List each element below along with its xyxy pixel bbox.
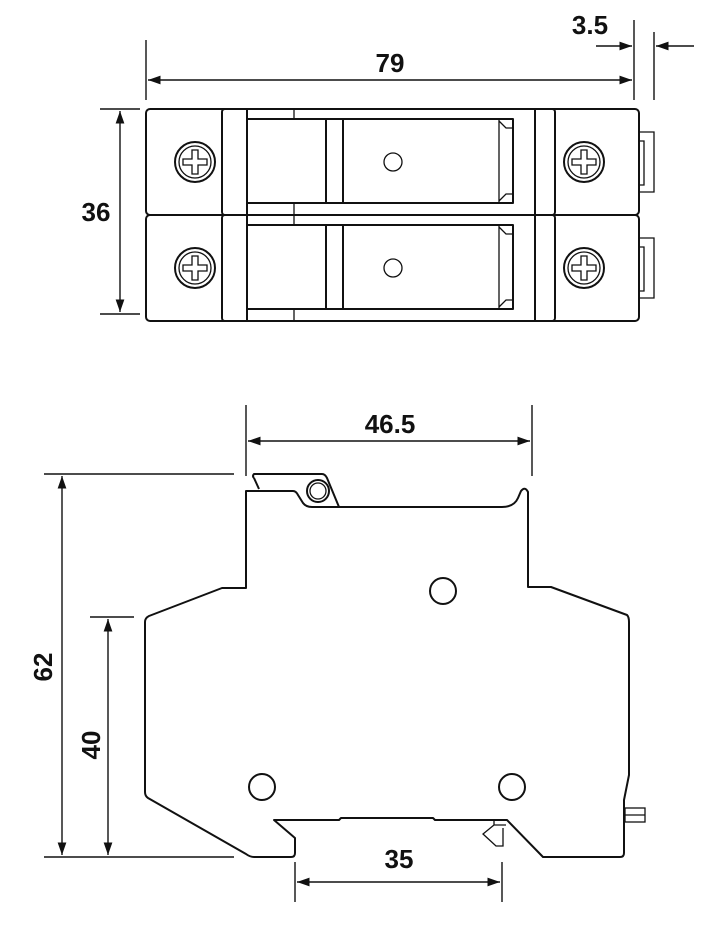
dimension-label: 3.5 [572, 10, 608, 40]
dimension-label: 62 [28, 653, 58, 682]
pivot [306, 479, 330, 503]
hole [429, 577, 457, 605]
dimension-label: 36 [82, 197, 111, 227]
hole [498, 773, 526, 801]
dimension-40: 40 [76, 616, 134, 855]
module-upper [146, 109, 654, 215]
dimension-label: 40 [76, 731, 106, 760]
dimension-46-5: 46.5 [245, 405, 533, 476]
hole [248, 773, 276, 801]
dimension-79: 79 [145, 20, 635, 100]
dimension-62: 62 [28, 473, 234, 858]
dimension-label: 46.5 [365, 409, 416, 439]
module-lower [146, 215, 654, 321]
dimension-3-5: 3.5 [572, 10, 694, 100]
top-view [146, 109, 654, 321]
dimension-label: 79 [376, 48, 405, 78]
dimension-35: 35 [294, 844, 503, 902]
side-view [144, 473, 646, 858]
dimension-label: 35 [385, 844, 414, 874]
dimension-36: 36 [82, 108, 140, 315]
